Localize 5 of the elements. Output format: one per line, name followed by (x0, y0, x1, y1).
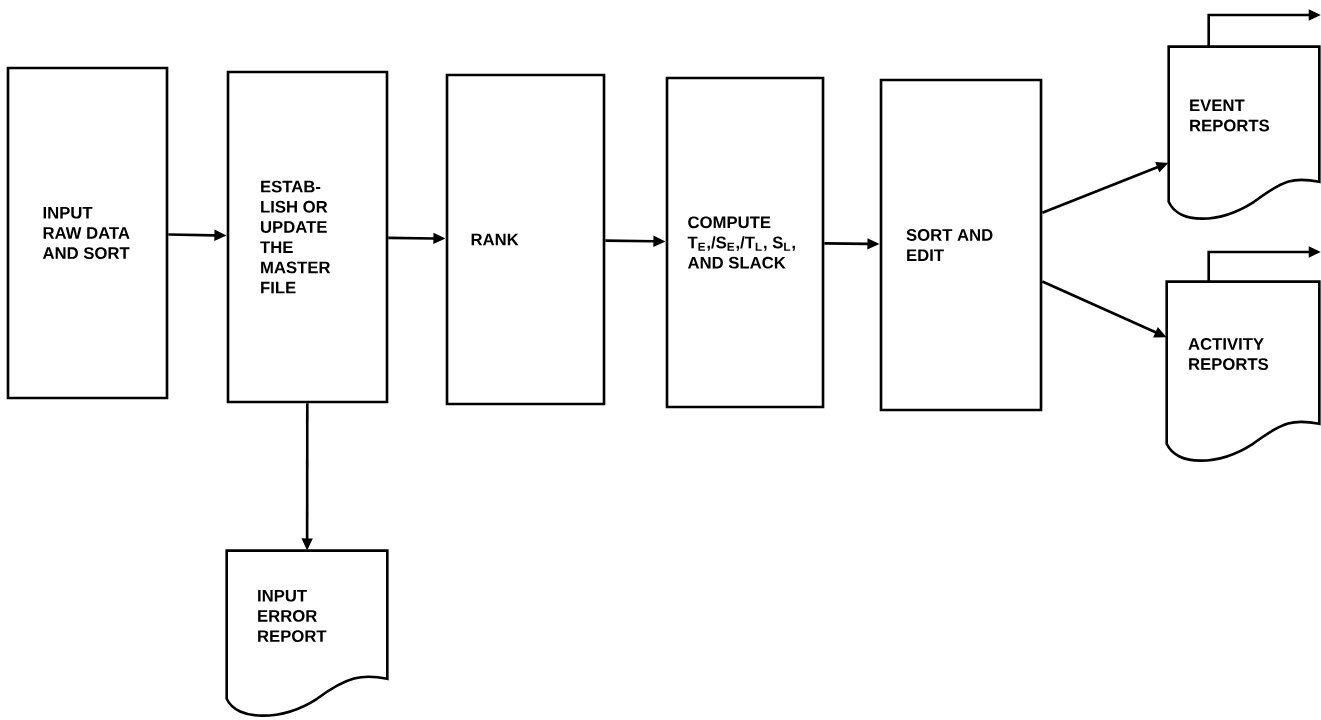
process-box: ESTAB- LISH OR UPDATE THE MASTER FILE (226, 70, 389, 404)
process-box: COMPUTE T$_{E}$,/S$_{E}$,/T$_{L}$, S$_{L}$, AND SLACK (665, 76, 825, 409)
process-box: INPUT RAW DATA AND SORT (6, 66, 169, 400)
process-box: RANK (445, 73, 606, 406)
process-box: SORT AND EDIT (879, 78, 1043, 412)
